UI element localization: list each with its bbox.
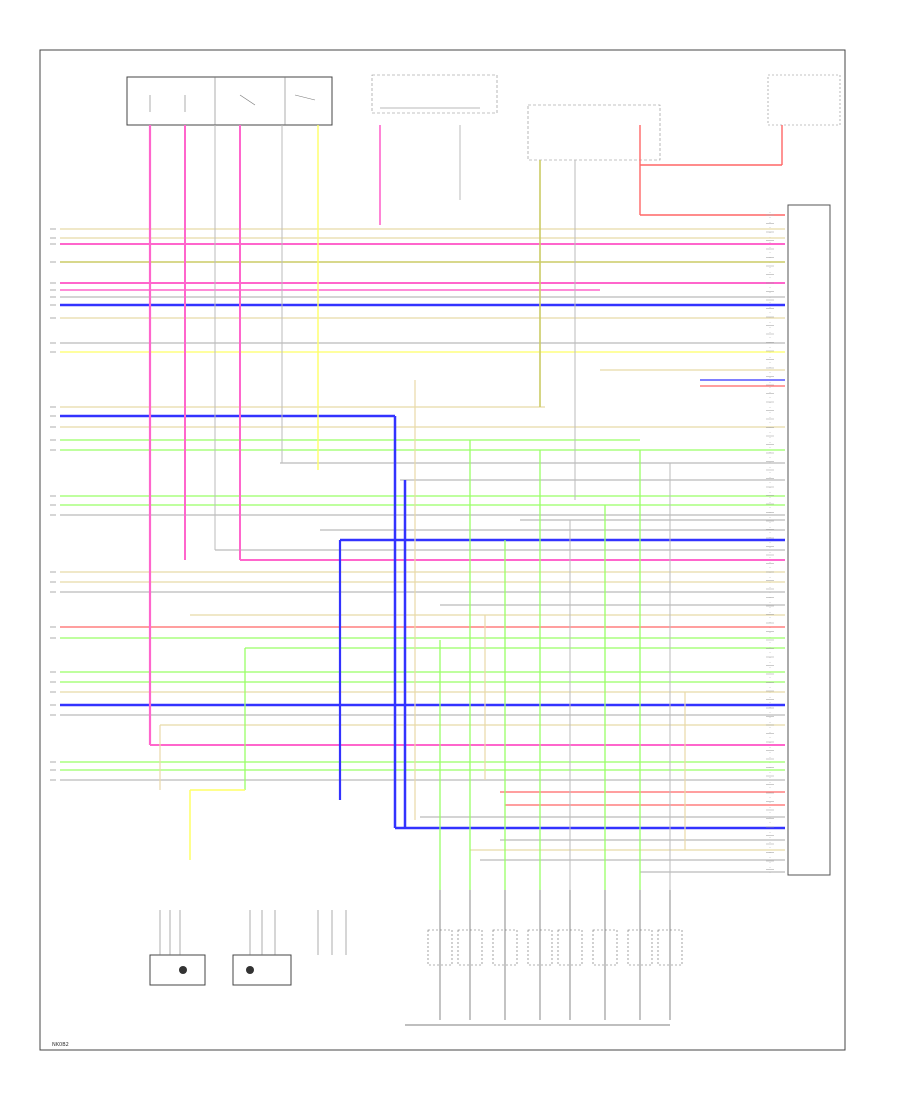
heated-oxygen-sensor-1 bbox=[149, 910, 206, 986]
fuel-injector bbox=[457, 890, 483, 1020]
ignition-switch bbox=[126, 76, 333, 126]
diagram-frame bbox=[39, 49, 846, 1051]
fuel-injector bbox=[557, 890, 583, 1020]
fuel-injector bbox=[492, 890, 518, 1020]
fuel-injector bbox=[592, 890, 618, 1020]
fuel-injector bbox=[627, 890, 653, 1020]
wires bbox=[60, 125, 785, 890]
heated-oxygen-sensor-2 bbox=[232, 910, 292, 986]
left-pin-markers bbox=[50, 228, 56, 781]
ecm-connector bbox=[769, 204, 831, 876]
fuel-injector bbox=[427, 890, 453, 1020]
footer-code: NK0B2 bbox=[52, 1042, 69, 1048]
fuse-box bbox=[527, 104, 661, 161]
hot-at-all-times-box bbox=[767, 74, 841, 126]
right-pin-markers bbox=[766, 214, 774, 870]
fuel-injector bbox=[527, 890, 553, 1020]
fuel-injectors bbox=[405, 890, 683, 1026]
instrument-cluster-box bbox=[371, 74, 498, 114]
fuel-injector bbox=[657, 890, 683, 1020]
vehicle-speed-sensor bbox=[317, 910, 347, 955]
